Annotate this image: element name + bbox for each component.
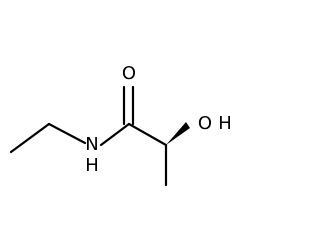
hydroxyl-h-label: H [218,113,232,134]
hydroxyl-oxygen-label: O [198,113,212,134]
ethyl-terminal-bond [9,122,51,154]
ethyl-to-nitrogen-bond [47,122,87,145]
carbonyl-oxygen-label: O [122,63,136,84]
nitrogen-to-carbonyl-bond [99,122,131,147]
amide-h-label: H [85,155,99,176]
amide-nitrogen-label: N [85,134,98,155]
carbonyl-to-stereocenter-bond [127,122,168,147]
wedge-bond-to-hydroxyl [166,122,190,145]
chemical-structure: N H O O H [9,63,232,187]
